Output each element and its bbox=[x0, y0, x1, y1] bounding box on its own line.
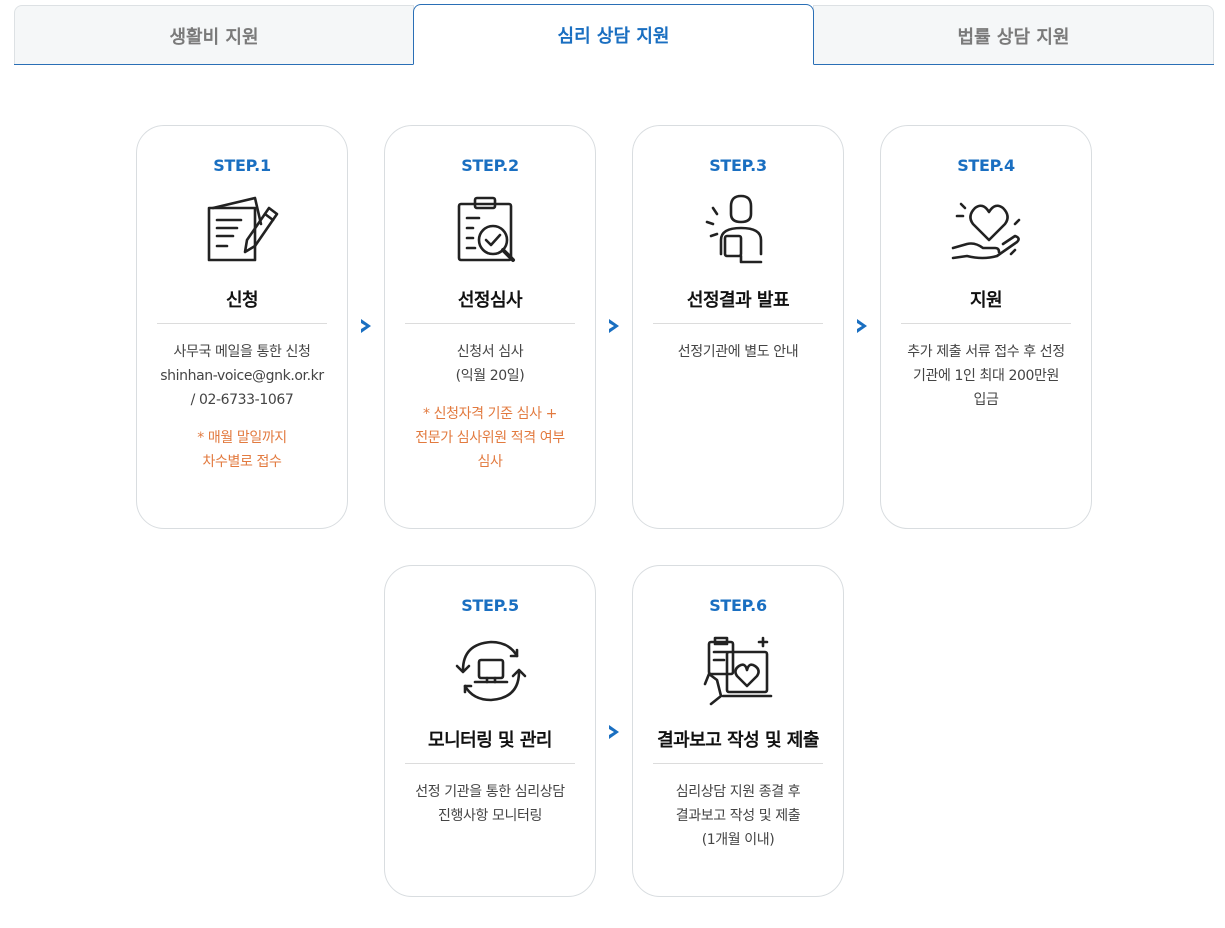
desc-line: 결과보고 작성 및 제출 bbox=[675, 808, 801, 824]
step-title: 신청 bbox=[225, 290, 259, 311]
step-card-1: STEP.1 신청 사무국 메일을 통한 신청 shinhan-voice@gn… bbox=[136, 125, 348, 529]
tab-legal-counseling-support[interactable]: 법률 상담 지원 bbox=[813, 5, 1214, 65]
desc-line: (1개월 이내) bbox=[701, 832, 775, 848]
divider bbox=[653, 323, 823, 324]
divider bbox=[405, 323, 575, 324]
desc-line: 사무국 메일을 통한 신청 bbox=[173, 344, 311, 360]
step-card-5: STEP.5 모니터링 및 관리 선정 기관을 통한 심리상담 진행사항 모니터… bbox=[384, 565, 596, 897]
step-note: * 신청자격 기준 심사 + 전문가 심사위원 적격 여부 심사 bbox=[397, 402, 583, 474]
announcer-person-icon bbox=[699, 194, 779, 268]
step-description: 선정 기관을 통한 심리상담 진행사항 모니터링 bbox=[397, 780, 583, 828]
step-description: 사무국 메일을 통한 신청 shinhan-voice@gnk.or.kr / … bbox=[149, 340, 335, 474]
step-title: 선정결과 발표 bbox=[686, 290, 790, 311]
application-form-pen-icon bbox=[203, 194, 283, 268]
note-line: * 매월 말일까지 bbox=[197, 430, 287, 446]
chevron-right-icon bbox=[606, 724, 622, 740]
step-title: 결과보고 작성 및 제출 bbox=[657, 730, 819, 751]
tab-bar: 생활비 지원 심리 상담 지원 법률 상담 지원 bbox=[14, 4, 1214, 65]
step-number: STEP.1 bbox=[213, 156, 271, 175]
desc-line-phone: / 02-6733-1067 bbox=[190, 392, 294, 408]
divider bbox=[653, 763, 823, 764]
clipboard-review-icon bbox=[451, 194, 531, 268]
step-description: 신청서 심사 (익월 20일) * 신청자격 기준 심사 + 전문가 심사위원 … bbox=[397, 340, 583, 474]
divider bbox=[901, 323, 1071, 324]
desc-line: 심리상담 지원 종결 후 bbox=[675, 784, 801, 800]
note-line: * 신청자격 기준 심사 + bbox=[423, 406, 557, 422]
monitoring-cycle-icon bbox=[451, 634, 531, 708]
step-note: * 매월 말일까지 차수별로 접수 bbox=[149, 426, 335, 474]
tab-living-expense-support[interactable]: 생활비 지원 bbox=[14, 5, 414, 65]
step-title: 선정심사 bbox=[457, 290, 523, 311]
step-card-2: STEP.2 선정심사 신청서 심사 (익월 20일) * 신청자격 기준 심사… bbox=[384, 125, 596, 529]
step-description: 추가 제출 서류 접수 후 선정 기관에 1인 최대 200만원 입금 bbox=[893, 340, 1079, 412]
note-line: 차수별로 접수 bbox=[202, 454, 282, 470]
desc-line: 선정 기관을 통한 심리상담 bbox=[415, 784, 565, 800]
step-number: STEP.4 bbox=[957, 156, 1015, 175]
step-number: STEP.6 bbox=[709, 596, 767, 615]
step-card-4: STEP.4 지원 추가 제출 서류 접수 후 선정 기관에 1인 최대 200… bbox=[880, 125, 1092, 529]
step-title: 지원 bbox=[969, 290, 1003, 311]
note-line: 심사 bbox=[477, 454, 503, 470]
desc-line: 선정기관에 별도 안내 bbox=[677, 344, 799, 360]
desc-line: 신청서 심사 bbox=[456, 344, 524, 360]
chevron-right-icon bbox=[606, 318, 622, 334]
step-description: 심리상담 지원 종결 후 결과보고 작성 및 제출 (1개월 이내) bbox=[645, 780, 831, 852]
step-number: STEP.5 bbox=[461, 596, 519, 615]
step-card-3: STEP.3 선정결과 발표 선정기관에 별도 안내 bbox=[632, 125, 844, 529]
chevron-right-icon bbox=[358, 318, 374, 334]
step-number: STEP.3 bbox=[709, 156, 767, 175]
report-laptop-heart-icon bbox=[699, 634, 779, 708]
step-description: 선정기관에 별도 안내 bbox=[645, 340, 831, 364]
desc-line-email: shinhan-voice@gnk.or.kr bbox=[160, 368, 324, 384]
step-number: STEP.2 bbox=[461, 156, 519, 175]
desc-line: 진행사항 모니터링 bbox=[438, 808, 542, 824]
note-line: 전문가 심사위원 적격 여부 bbox=[415, 430, 565, 446]
desc-line: 입금 bbox=[973, 392, 999, 408]
tab-psychological-counseling-support[interactable]: 심리 상담 지원 bbox=[413, 4, 814, 65]
desc-line: 기관에 1인 최대 200만원 bbox=[912, 368, 1060, 384]
desc-line: 추가 제출 서류 접수 후 선정 bbox=[907, 344, 1065, 360]
chevron-right-icon bbox=[854, 318, 870, 334]
desc-line: (익월 20일) bbox=[455, 368, 525, 384]
hand-heart-icon bbox=[947, 194, 1027, 268]
divider bbox=[157, 323, 327, 324]
divider bbox=[405, 763, 575, 764]
step-title: 모니터링 및 관리 bbox=[428, 730, 552, 751]
step-card-6: STEP.6 결과보고 작성 및 제출 심리상담 지원 종결 후 결과보고 작성… bbox=[632, 565, 844, 897]
